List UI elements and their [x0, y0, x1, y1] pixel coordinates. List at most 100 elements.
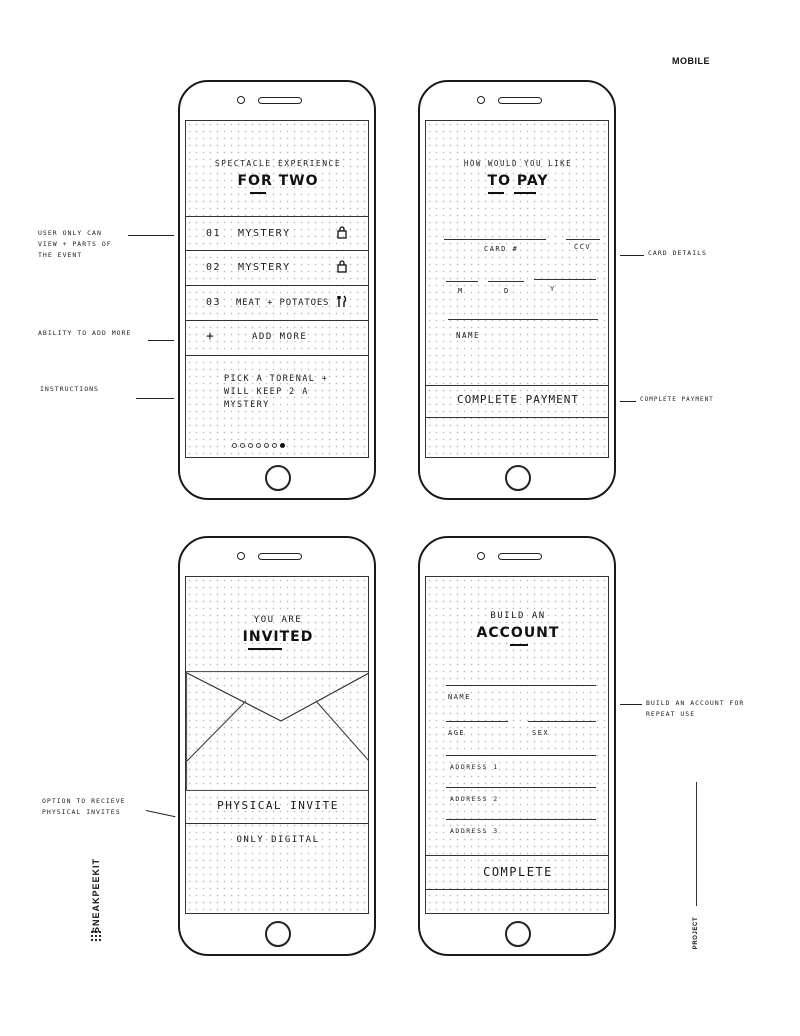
address3-label: ADDRESS 3 — [450, 827, 499, 835]
brand-grid-icon — [90, 930, 102, 942]
brand-name: SNEAKPEEKIT — [91, 857, 101, 933]
address1-label: ADDRESS 1 — [450, 763, 499, 771]
payment-subtitle: HOW WOULD YOU LIKE — [463, 159, 573, 168]
sex-field[interactable] — [528, 721, 596, 722]
phone-frame-payment: HOW WOULD YOU LIKE TO PAY CARD # CCV M D… — [418, 80, 616, 500]
page-dot[interactable] — [240, 443, 245, 448]
account-screen: BUILD AN ACCOUNT NAME AGE SEX ADDRESS 1 … — [425, 576, 609, 914]
speaker-icon — [258, 553, 302, 560]
camera-icon — [237, 96, 245, 104]
page-dot[interactable] — [280, 443, 285, 448]
annotation-leader — [620, 401, 636, 402]
page-dot[interactable] — [232, 443, 237, 448]
divider — [186, 250, 368, 251]
divider — [186, 355, 368, 356]
divider — [426, 855, 608, 856]
lock-icon — [337, 226, 347, 239]
add-more-label: ADD MORE — [252, 332, 308, 342]
brand-logo: SNEAKPEEKIT — [88, 857, 104, 942]
plus-icon: + — [206, 329, 214, 344]
month-field[interactable] — [446, 281, 478, 282]
year-field[interactable] — [534, 279, 596, 280]
project-label: PROJECT — [693, 916, 699, 950]
row-label: MYSTERY — [238, 262, 291, 273]
cutlery-icon — [337, 295, 347, 307]
address3-field[interactable] — [446, 819, 596, 820]
experience-title: FOR TWO — [237, 173, 319, 189]
list-item[interactable]: 01 MYSTERY — [186, 216, 368, 250]
camera-icon — [477, 96, 485, 104]
invite-screen: YOU ARE INVITED PHYSICAL INVITE ONLY DIG… — [185, 576, 369, 914]
phone-frame-account: BUILD AN ACCOUNT NAME AGE SEX ADDRESS 1 … — [418, 536, 616, 956]
card-label: CARD # — [484, 245, 519, 253]
annotation-leader — [620, 704, 642, 705]
page-label: MOBILE — [672, 56, 710, 66]
day-label: D — [504, 287, 510, 295]
page-dot[interactable] — [264, 443, 269, 448]
age-field[interactable] — [446, 721, 508, 722]
instructions-text: PICK A TORENAL + WILL KEEP 2 A MYSTERY — [224, 374, 329, 410]
row-number: 02 — [206, 262, 222, 273]
camera-icon — [237, 552, 245, 560]
annotation-physical-invite: OPTION TO RECIEVE PHYSICAL INVITES — [42, 797, 126, 816]
annotation-card-details: CARD DETAILS — [648, 249, 707, 257]
page-dot[interactable] — [256, 443, 261, 448]
list-item[interactable]: 03 MEAT + POTATOES — [186, 285, 368, 320]
only-digital-option[interactable]: ONLY DIGITAL — [236, 835, 320, 845]
title-underline — [488, 192, 504, 194]
divider — [426, 417, 608, 418]
row-label: MYSTERY — [238, 228, 291, 239]
speaker-icon — [498, 553, 542, 560]
annotation-complete-payment: COMPLETE PAYMENT — [640, 396, 714, 403]
home-button[interactable] — [505, 921, 531, 947]
physical-invite-option[interactable]: PHYSICAL INVITE — [217, 799, 339, 812]
invite-subtitle: YOU ARE — [253, 615, 303, 625]
age-label: AGE — [448, 729, 466, 737]
name-field[interactable] — [448, 319, 598, 320]
row-label: MEAT + POTATOES — [236, 298, 330, 308]
name-label: NAME — [456, 331, 481, 340]
page-dot[interactable] — [248, 443, 253, 448]
annotation-leader — [145, 810, 176, 818]
address2-label: ADDRESS 2 — [450, 795, 499, 803]
sex-label: SEX — [532, 729, 550, 737]
page-indicator[interactable] — [232, 443, 285, 448]
experience-screen: SPECTACLE EXPERIENCE FOR TWO 01 MYSTERY … — [185, 120, 369, 458]
name-field[interactable] — [446, 685, 596, 686]
title-underline — [510, 644, 528, 646]
address2-field[interactable] — [446, 787, 596, 788]
month-label: M — [458, 287, 464, 295]
list-item[interactable]: 02 MYSTERY — [186, 250, 368, 285]
home-button[interactable] — [265, 465, 291, 491]
divider — [426, 889, 608, 890]
annotation-leader — [136, 398, 174, 399]
annotation-instructions: INSTRUCTIONS — [40, 385, 99, 393]
experience-subtitle: SPECTACLE EXPERIENCE — [214, 159, 342, 168]
page-dot[interactable] — [272, 443, 277, 448]
envelope-icon — [186, 671, 368, 791]
lock-icon — [337, 260, 347, 273]
annotation-leader — [128, 235, 174, 236]
divider — [186, 216, 368, 217]
annotation-leader — [620, 255, 644, 256]
add-more-button[interactable]: + ADD MORE — [186, 320, 368, 355]
annotation-leader — [148, 340, 174, 341]
card-number-field[interactable] — [444, 239, 546, 240]
divider — [186, 320, 368, 321]
camera-icon — [477, 552, 485, 560]
phone-frame-experience: SPECTACLE EXPERIENCE FOR TWO 01 MYSTERY … — [178, 80, 376, 500]
home-button[interactable] — [505, 465, 531, 491]
title-underline — [248, 648, 282, 650]
day-field[interactable] — [488, 281, 524, 282]
home-button[interactable] — [265, 921, 291, 947]
payment-screen: HOW WOULD YOU LIKE TO PAY CARD # CCV M D… — [425, 120, 609, 458]
complete-payment-button[interactable]: COMPLETE PAYMENT — [457, 393, 579, 406]
invite-title: INVITED — [242, 629, 314, 645]
divider — [186, 285, 368, 286]
account-subtitle: BUILD AN — [490, 611, 546, 621]
ccv-field[interactable] — [566, 239, 600, 240]
complete-button[interactable]: COMPLETE — [483, 865, 553, 879]
annotation-build-account: BUILD AN ACCOUNT FOR REPEAT USE — [646, 699, 745, 718]
address1-field[interactable] — [446, 755, 596, 756]
title-underline — [250, 192, 266, 194]
